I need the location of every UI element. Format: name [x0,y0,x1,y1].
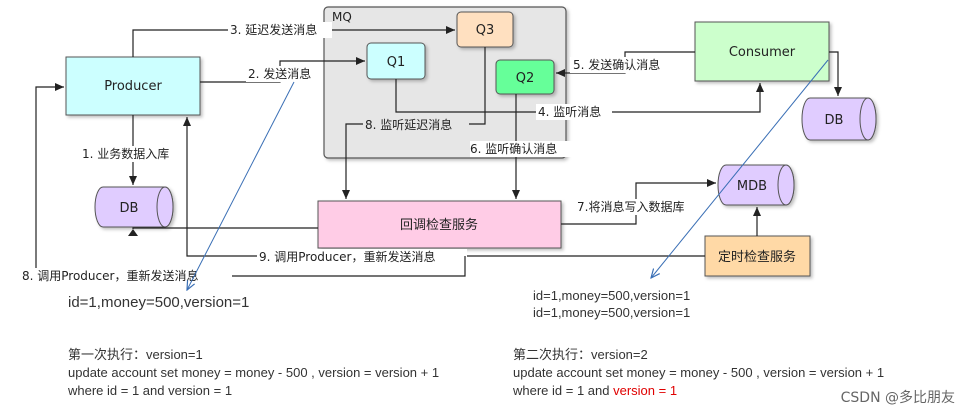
second-exec-sql-2-prefix: where id = 1 and [512,383,613,398]
left-record: id=1,money=500,version=1 [68,294,249,311]
edge-2: 2. 发送消息 [200,57,365,83]
q3-label: Q3 [476,23,495,38]
queue-q1: Q1 [366,42,426,80]
edge-7-label: 7.将消息写入数据库 [577,199,684,214]
producer-node: Producer [65,56,201,116]
right-record-2: id=1,money=500,version=1 [533,305,690,320]
producer-label: Producer [104,79,162,94]
edge-5: 5. 发送确认消息 [556,51,695,77]
consumer-label: Consumer [729,45,796,60]
queue-q2: Q2 [495,59,555,95]
edge-2-label: 2. 发送消息 [248,66,311,81]
edge-8-retry: 8. 调用Producer，重新发送消息 [20,83,466,284]
edge-4-label: 4. 监听消息 [538,104,601,119]
q2-label: Q2 [516,71,535,86]
callback-check-service: 回调检查服务 [317,200,562,249]
edge-8-listen-delay: 8. 监听延迟消息 [342,47,486,199]
edge-9-label: 9. 调用Producer，重新发送消息 [259,249,435,264]
edge-9: 9. 调用Producer，重新发送消息 [183,117,705,265]
edge-4: 4. 监听消息 [395,79,764,120]
timer-check-service: 定时检查服务 [704,235,811,277]
edge-7: 7.将消息写入数据库 [561,179,716,225]
edge-callback-db [128,227,318,236]
callback-service-label: 回调检查服务 [400,217,478,233]
db-left-label: DB [120,201,139,216]
timer-service-label: 定时检查服务 [718,249,796,265]
queue-q3: Q3 [456,11,514,48]
db-right-cylinder: DB [801,97,877,141]
consumer-node: Consumer [694,21,830,82]
mdb-cylinder: MDB [717,164,795,206]
second-exec-sql-2-highlight: version = 1 [613,383,677,398]
edge-6-label: 6. 监听确认消息 [470,141,557,156]
db-left-cylinder: DB [94,186,174,228]
edge-8a-label: 8. 监听延迟消息 [365,117,452,132]
watermark: CSDN @多比朋友 [841,389,955,406]
edge-3: 3. 延迟发送消息 [132,22,455,57]
first-exec-sql-2: where id = 1 and version = 1 [67,383,232,398]
second-exec-sql-2: where id = 1 and version = 1 [512,383,677,398]
edge-1: 1. 业务数据入库 [80,115,186,185]
first-exec-title: 第一次执行：version=1 [68,347,203,362]
first-exec-sql-1: update account set money = money - 500 ,… [68,365,439,380]
db-right-label: DB [825,113,844,128]
second-exec-title: 第二次执行：version=2 [513,347,648,362]
edge-3-label: 3. 延迟发送消息 [230,22,317,37]
q1-label: Q1 [387,55,406,70]
edge-8b-label: 8. 调用Producer，重新发送消息 [22,268,198,283]
mq-title: MQ [332,10,352,24]
edge-1-label: 1. 业务数据入库 [82,146,169,161]
edge-5-label: 5. 发送确认消息 [573,57,660,72]
second-exec-sql-1: update account set money = money - 500 ,… [513,365,884,380]
edge-consumer-db [829,51,842,96]
right-record-1: id=1,money=500,version=1 [533,288,690,303]
edge-6: 6. 监听确认消息 [470,94,574,199]
annotation-line-right [651,59,829,278]
mdb-label: MDB [737,179,767,194]
annotation-line-left [187,81,295,290]
